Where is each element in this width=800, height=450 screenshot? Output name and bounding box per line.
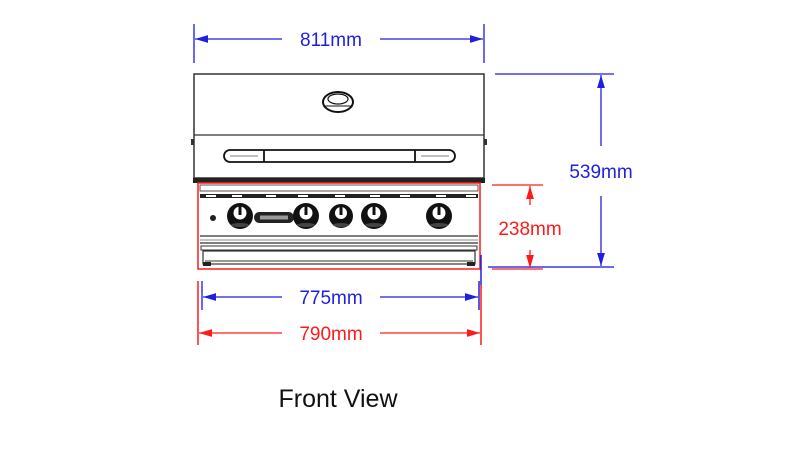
thermometer-icon <box>322 91 354 113</box>
control-panel <box>197 182 481 270</box>
grill-hood <box>191 73 487 183</box>
hood-handle <box>223 149 456 163</box>
dimension-overall-width: 811mm <box>193 24 485 63</box>
dimension-cutout-width-inner: 775mm <box>201 281 480 310</box>
knob-5-icon <box>426 203 452 229</box>
knob-2-icon <box>293 203 319 229</box>
cutout-height-label: 238mm <box>498 219 561 240</box>
knob-4-icon <box>361 203 387 229</box>
overall-height-label: 539mm <box>569 162 632 183</box>
knob-3-icon <box>329 204 353 228</box>
ignition-button-icon <box>210 215 216 221</box>
dimension-overall-height: 539mm <box>488 73 633 268</box>
cutout-width-inner-label: 775mm <box>299 288 362 309</box>
cutout-width-outer-label: 790mm <box>299 324 362 345</box>
dimension-cutout-height: 238mm <box>492 184 562 270</box>
view-caption: Front View <box>278 385 398 413</box>
dimension-cutout-width-outer: 790mm <box>197 281 482 345</box>
overall-width-label: 811mm <box>300 30 362 51</box>
drip-tray <box>200 245 478 266</box>
knob-1-icon <box>227 203 253 229</box>
brand-badge-icon <box>254 212 294 223</box>
